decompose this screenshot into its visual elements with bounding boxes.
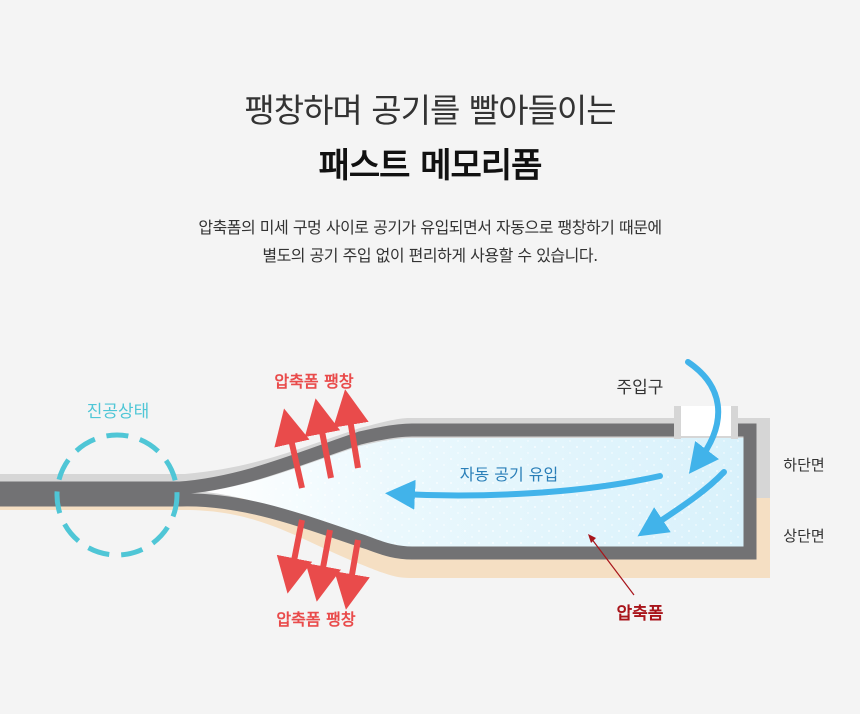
compressed-foam-shell: [0, 423, 680, 495]
compressed-foam-pointer: [590, 537, 635, 596]
inflow-arrow-horizontal: [385, 473, 663, 510]
description-line-2: 별도의 공기 주입 없이 편리하게 사용할 수 있습니다.: [262, 246, 598, 265]
inlet-label: 주입구: [617, 378, 664, 398]
description-line-1: 압축폼의 미세 구멍 사이로 공기가 유입되면서 자동으로 팽창하기 때문에: [198, 218, 662, 237]
expand-arrow-up-3: [333, 389, 369, 469]
lower-face-label: 하단면: [783, 456, 824, 474]
inlet: [676, 406, 736, 436]
expand-arrow-up-2: [304, 398, 341, 479]
expand-arrow-down-2: [305, 529, 341, 602]
expand-bottom-label: 압축폼 팽창: [276, 610, 355, 629]
page-title: 패스트 메모리폼: [318, 146, 543, 186]
inflow-arrow-main: [685, 359, 722, 474]
inflow-arrow-right: [637, 469, 727, 537]
headline: 팽창하며 공기를 빨아들이는: [244, 91, 616, 130]
auto-air-label: 자동 공기 유입: [460, 465, 559, 484]
upper-face-label: 상단면: [783, 527, 824, 545]
compressed-foam-label: 압축폼: [617, 603, 664, 624]
expand-arrow-down-1: [276, 519, 313, 594]
vacuum-label: 진공상태: [87, 402, 150, 422]
description: 압축폼의 미세 구멍 사이로 공기가 유입되면서 자동으로 팽창하기 때문에 별…: [0, 214, 860, 270]
expand-arrow-up-1: [274, 408, 310, 489]
vacuum-circle: [54, 432, 180, 558]
expand-arrow-down-3: [334, 539, 370, 610]
expand-top-label: 압축폼 팽창: [274, 372, 353, 391]
